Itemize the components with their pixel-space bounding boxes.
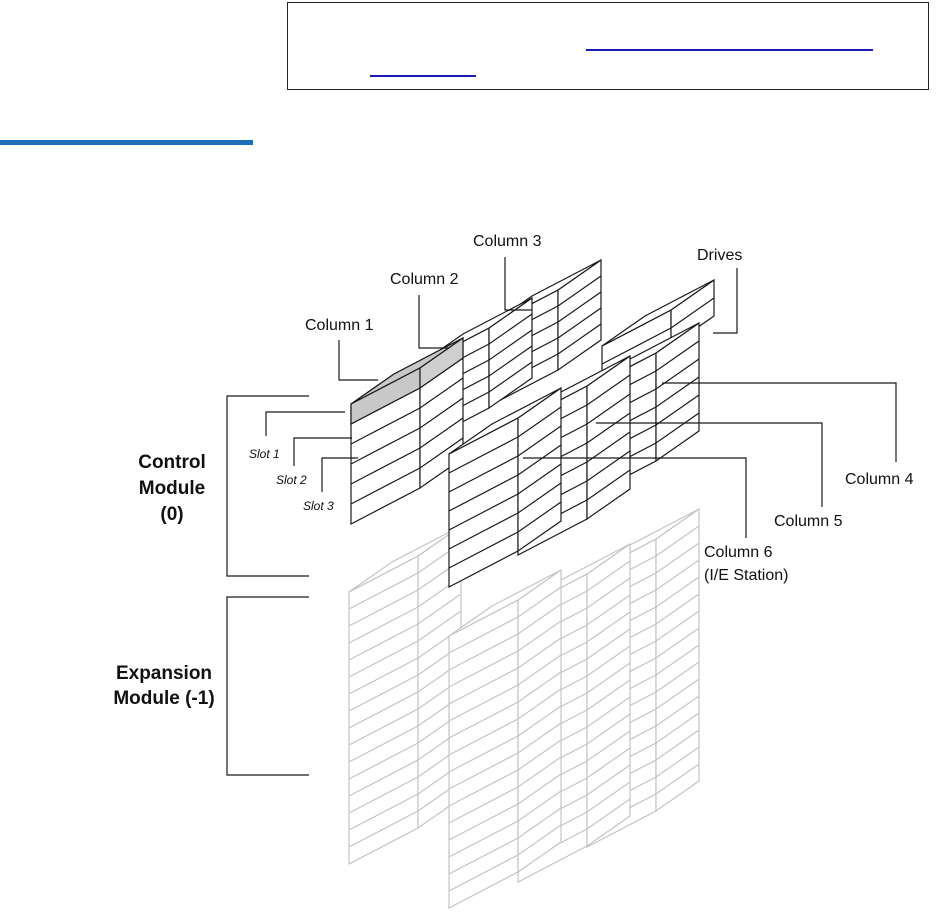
slot-divider xyxy=(601,297,715,365)
label-column-3: Column 3 xyxy=(473,233,542,250)
leader-line-9 xyxy=(293,437,352,466)
slot-divider xyxy=(448,654,562,722)
slot-divider xyxy=(348,610,462,678)
slot-divider xyxy=(448,790,562,858)
slot-divider xyxy=(348,593,462,661)
slot-divider xyxy=(448,586,562,654)
label-control-module-line2: Module xyxy=(139,478,206,499)
slot-divider xyxy=(448,637,562,705)
label-expansion-module-line1: Expansion xyxy=(116,663,212,684)
slot-divider xyxy=(448,773,562,841)
ghost-stack-4 xyxy=(448,568,562,909)
leader-line-10 xyxy=(321,457,358,492)
leader-lines xyxy=(265,257,897,538)
module-brackets xyxy=(226,395,309,776)
leader-line-8 xyxy=(265,411,345,436)
stack-top-face xyxy=(601,279,715,347)
slot-divider xyxy=(348,661,462,729)
slot-divider xyxy=(348,729,462,797)
slot-divider xyxy=(448,756,562,824)
slot-divider xyxy=(350,437,464,505)
label-control-module-line1: Control xyxy=(138,452,206,473)
slot-divider xyxy=(348,627,462,695)
slot-divider xyxy=(348,576,462,644)
slot-divider xyxy=(350,377,464,445)
leader-line-6 xyxy=(596,422,823,507)
slot-divider xyxy=(448,406,562,474)
leader-line-2 xyxy=(418,295,449,349)
expansion-module-ghost xyxy=(348,507,700,909)
slot-divider xyxy=(348,695,462,763)
slot-divider xyxy=(348,712,462,780)
ghost-stack-3 xyxy=(348,524,462,865)
slot-divider xyxy=(448,739,562,807)
leader-line-1 xyxy=(338,340,378,381)
slot-divider xyxy=(448,620,562,688)
slot-divider xyxy=(448,463,562,531)
section-divider xyxy=(0,140,253,145)
bracket-expansion-module xyxy=(226,596,309,776)
leader-line-4 xyxy=(713,268,738,334)
label-column-2: Column 2 xyxy=(390,271,459,288)
slot-divider xyxy=(448,824,562,892)
label-column-1: Column 1 xyxy=(305,317,374,334)
slot-divider xyxy=(448,722,562,790)
label-expansion-module-line2: Module (-1) xyxy=(113,688,214,709)
note-link-2[interactable] xyxy=(370,75,476,77)
slot-divider xyxy=(348,780,462,848)
label-column-6: Column 6 xyxy=(704,544,773,561)
stack-top-face xyxy=(448,387,562,455)
label-ie-station: (I/E Station) xyxy=(704,567,788,584)
slot-divider xyxy=(448,807,562,875)
slot-divider xyxy=(448,688,562,756)
leader-line-3 xyxy=(504,257,532,311)
slot-divider xyxy=(448,482,562,550)
note-box xyxy=(287,2,929,90)
slot-divider xyxy=(348,542,462,610)
label-slot-1: Slot 1 xyxy=(249,447,280,461)
bracket-control-module xyxy=(226,395,309,577)
label-column-4: Column 4 xyxy=(845,471,914,488)
control-module-stacks xyxy=(350,258,715,588)
slot-divider xyxy=(448,444,562,512)
slot-divider xyxy=(350,397,464,465)
stack-side-face xyxy=(557,258,602,372)
label-drives: Drives xyxy=(697,247,742,264)
stack-column-1 xyxy=(350,336,464,525)
stack-column-6 xyxy=(448,386,562,588)
slot-divider xyxy=(448,603,562,671)
slot-divider xyxy=(448,425,562,493)
label-column-5: Column 5 xyxy=(774,513,843,530)
label-slot-2: Slot 2 xyxy=(276,473,307,487)
slot-divider xyxy=(448,671,562,739)
slot-divider xyxy=(348,644,462,712)
note-link-1[interactable] xyxy=(586,49,873,51)
slot-divider xyxy=(448,705,562,773)
slot-divider xyxy=(350,417,464,485)
stack-side-face xyxy=(488,296,533,410)
slot-divider xyxy=(448,501,562,569)
leader-line-7 xyxy=(523,457,747,538)
slot-divider xyxy=(348,559,462,627)
label-slot-3: Slot 3 xyxy=(303,499,334,513)
stack-top-face xyxy=(448,569,562,637)
leader-line-5 xyxy=(662,382,897,462)
slot-divider xyxy=(348,746,462,814)
slot-divider xyxy=(348,763,462,831)
slot-divider xyxy=(348,678,462,746)
label-control-module-line3: (0) xyxy=(160,504,183,525)
